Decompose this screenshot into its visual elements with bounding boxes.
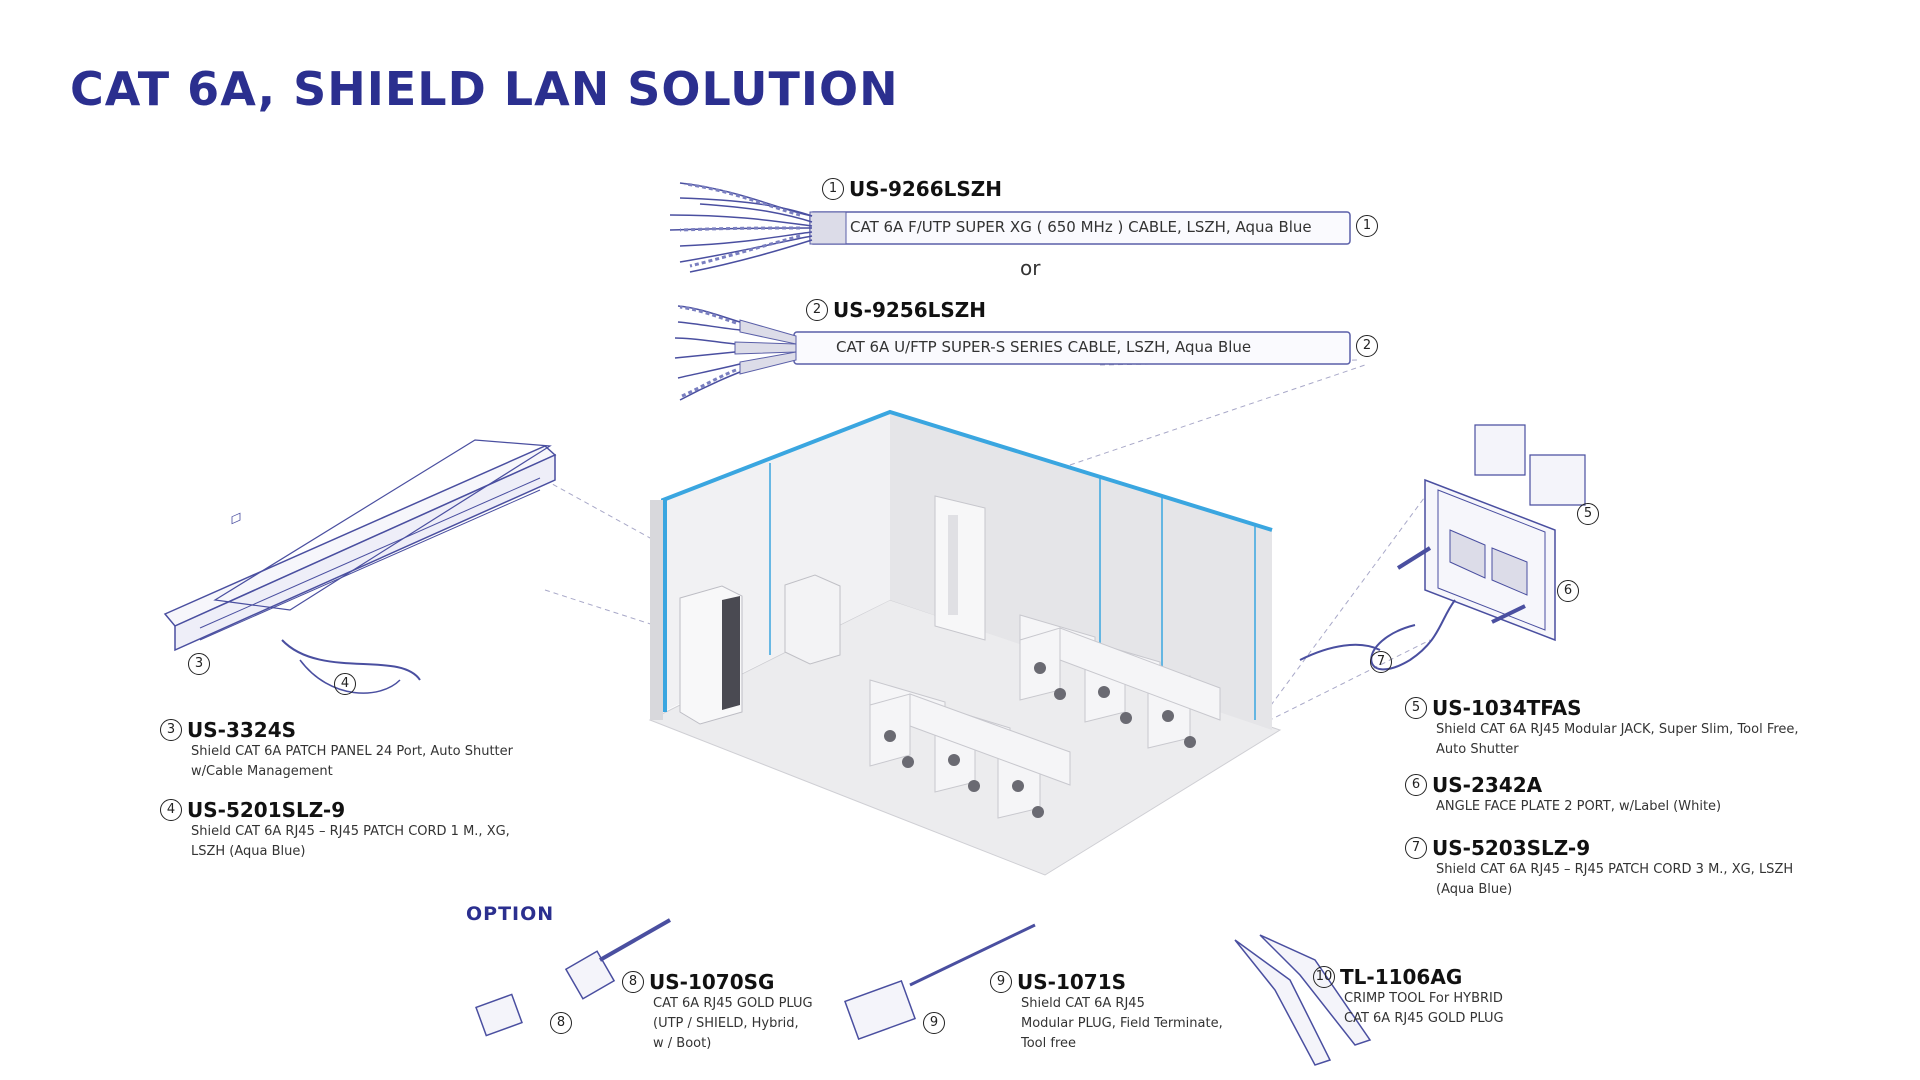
item-crimp-tool-code: TL-1106AG <box>1340 965 1463 989</box>
item-jack-code: US-1034TFAS <box>1432 696 1582 720</box>
item-gold-plug-code: US-1070SG <box>649 970 775 994</box>
jack-figure-badge: 5 <box>1577 503 1604 525</box>
gold-plug-figure-badge: 8 <box>550 1012 577 1034</box>
cable-1-code: US-9266LSZH <box>849 177 1002 201</box>
item-patch-cord-3m-code: US-5203SLZ-9 <box>1432 836 1591 860</box>
item-patch-cord-1m-number: 4 <box>160 799 182 821</box>
page-title: CAT 6A, SHIELD LAN SOLUTION <box>70 62 899 116</box>
cable-2-number: 2 <box>806 299 828 321</box>
cable-2-description: CAT 6A U/FTP SUPER-S SERIES CABLE, LSZH,… <box>836 338 1252 356</box>
item-gold-plug-desc-3: w / Boot) <box>653 1036 712 1051</box>
item-jack-desc-2: Auto Shutter <box>1436 742 1519 757</box>
item-patch-panel-desc-2: w/Cable Management <box>191 764 333 779</box>
item-gold-plug-desc-2: (UTP / SHIELD, Hybrid, <box>653 1016 799 1031</box>
option-label: OPTION <box>466 903 555 925</box>
cable-1-description: CAT 6A F/UTP SUPER XG ( 650 MHz ) CABLE,… <box>850 218 1312 236</box>
patch-panel-figure-badge: 3 <box>188 653 215 675</box>
item-faceplate-number: 6 <box>1405 774 1427 796</box>
faceplate-illustration <box>1299 424 1586 671</box>
gold-plug-illustration <box>475 918 671 1037</box>
item-jack-desc-1: Shield CAT 6A RJ45 Modular JACK, Super S… <box>1436 722 1799 737</box>
cable-2-illustration <box>674 305 1351 401</box>
item-modular-plug-desc-2: Modular PLUG, Field Terminate, <box>1021 1016 1223 1031</box>
office-room-illustration <box>648 409 1282 876</box>
crimp-tool-illustration <box>1234 934 1372 1066</box>
cable-2-code: US-9256LSZH <box>833 298 986 322</box>
item-faceplate-desc-1: ANGLE FACE PLATE 2 PORT, w/Label (White) <box>1436 799 1722 814</box>
item-modular-plug-number: 9 <box>990 971 1012 993</box>
item-patch-cord-3m-desc-2: (Aqua Blue) <box>1436 882 1513 897</box>
patch-cord-3m-figure-badge: 7 <box>1370 651 1397 673</box>
item-modular-plug-code: US-1071S <box>1017 970 1127 994</box>
item-crimp-tool-desc-1: CRIMP TOOL For HYBRID <box>1344 991 1503 1006</box>
cable-1-illustration <box>669 182 1351 273</box>
item-crimp-tool-desc-2: CAT 6A RJ45 GOLD PLUG <box>1344 1011 1504 1026</box>
item-gold-plug-desc-1: CAT 6A RJ45 GOLD PLUG <box>653 996 813 1011</box>
item-modular-plug-desc-1: Shield CAT 6A RJ45 <box>1021 996 1145 1011</box>
cable-1-number: 1 <box>822 178 844 200</box>
item-patch-panel-desc-1: Shield CAT 6A PATCH PANEL 24 Port, Auto … <box>191 744 513 759</box>
cable-1-figure-badge: 1 <box>1356 215 1383 237</box>
patch-cord-1m-figure-badge: 4 <box>334 673 361 695</box>
item-faceplate-code: US-2342A <box>1432 773 1543 797</box>
modular-plug-illustration <box>844 923 1036 1041</box>
item-jack-number: 5 <box>1405 697 1427 719</box>
modular-plug-figure-badge: 9 <box>923 1012 950 1034</box>
faceplate-figure-badge: 6 <box>1557 580 1584 602</box>
item-modular-plug-desc-3: Tool free <box>1021 1036 1077 1051</box>
item-patch-panel-code: US-3324S <box>187 718 297 742</box>
item-crimp-tool-number: 10 <box>1313 966 1335 988</box>
item-gold-plug-number: 8 <box>622 971 644 993</box>
patch-panel-illustration <box>163 439 557 694</box>
item-patch-cord-1m-code: US-5201SLZ-9 <box>187 798 346 822</box>
cable-2-figure-badge: 2 <box>1356 335 1383 357</box>
or-separator: or <box>1020 256 1041 280</box>
item-patch-panel-number: 3 <box>160 719 182 741</box>
item-patch-cord-3m-desc-1: Shield CAT 6A RJ45 – RJ45 PATCH CORD 3 M… <box>1436 862 1794 877</box>
item-patch-cord-1m-desc-2: LSZH (Aqua Blue) <box>191 844 306 859</box>
item-patch-cord-3m-number: 7 <box>1405 837 1427 859</box>
item-patch-cord-1m-desc-1: Shield CAT 6A RJ45 – RJ45 PATCH CORD 1 M… <box>191 824 510 839</box>
